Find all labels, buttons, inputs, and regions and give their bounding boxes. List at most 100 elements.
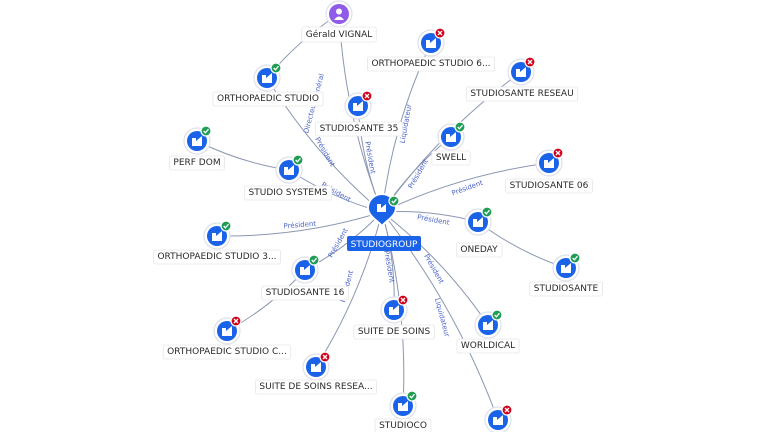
node-soinsres[interactable] — [302, 351, 331, 381]
check-icon — [409, 393, 415, 399]
node-gerald[interactable] — [325, 0, 353, 28]
active-status-badge — [569, 252, 581, 264]
active-status-badge — [454, 121, 466, 133]
node-label: ONEDAY — [460, 245, 498, 255]
node-ortho3[interactable] — [203, 220, 232, 250]
node-orthoc[interactable] — [213, 315, 242, 345]
node-label: STUDIOSANTE 16 — [266, 288, 345, 298]
active-status-badge — [308, 254, 320, 266]
node-label-box — [431, 150, 471, 166]
node-label: SWELL — [436, 153, 466, 163]
node-s35[interactable] — [344, 90, 373, 120]
check-icon — [572, 255, 578, 261]
node-label: PERF DOM — [173, 158, 220, 168]
edge-label: Président — [327, 227, 350, 259]
check-icon — [273, 65, 279, 71]
edge-label: Président — [382, 250, 396, 284]
edge-bottomright-center — [381, 211, 499, 421]
node-label-box — [367, 56, 495, 72]
node-label-box — [374, 418, 432, 432]
node-label: STUDIOSANTE 35 — [320, 124, 399, 134]
node-label: STUDIOSANTE RESEAU — [470, 89, 573, 99]
node-label-box — [169, 155, 225, 171]
node-worldical[interactable] — [474, 309, 503, 339]
node-reseau[interactable] — [507, 56, 536, 86]
active-status-badge — [481, 206, 493, 218]
node-label-box — [153, 249, 281, 265]
check-icon — [457, 124, 463, 130]
node-label-box — [505, 178, 594, 194]
active-status-badge — [491, 309, 503, 321]
active-status-badge — [388, 195, 400, 207]
node-layer: Gérald VIGNAL ORTHOPAEDIC STUDIO 6... STUD… — [153, 0, 603, 432]
building-icon — [377, 204, 381, 212]
check-icon — [494, 312, 500, 318]
check-icon — [203, 128, 209, 134]
node-label: Gérald VIGNAL — [306, 29, 373, 40]
node-label: WORLDICAL — [461, 341, 515, 351]
node-label: SUITE DE SOINS — [358, 327, 431, 337]
node-soins[interactable] — [380, 294, 409, 324]
node-label: ORTHOPAEDIC STUDIO 6... — [371, 59, 490, 69]
cross-icon — [233, 318, 239, 324]
edge-label: Président — [407, 158, 430, 190]
edge-label: Liquidateur — [433, 297, 451, 338]
edge-label: Président — [451, 179, 485, 198]
cross-icon — [555, 150, 561, 156]
active-status-badge — [292, 154, 304, 166]
active-status-badge — [406, 390, 418, 402]
node-label: STUDIOSANTE — [534, 284, 599, 294]
edge-label: Président — [313, 136, 336, 168]
node-studiosante[interactable] — [552, 252, 581, 282]
center-label: STUDIOGROUP — [351, 240, 418, 250]
node-label-box — [529, 281, 603, 297]
node-ortho[interactable] — [253, 62, 282, 92]
edge-soinsres-center — [315, 211, 383, 368]
node-label: STUDIOCO — [379, 421, 427, 431]
node-label-box — [301, 26, 377, 43]
node-systems[interactable] — [275, 154, 304, 184]
node-s06[interactable] — [535, 147, 564, 177]
edge-s06-center — [381, 162, 550, 213]
node-label-box — [455, 242, 503, 258]
node-perf[interactable] — [183, 125, 212, 155]
node-s16[interactable] — [291, 254, 320, 284]
node-label: SUITE DE SOINS RESEA... — [259, 382, 372, 392]
cross-icon — [364, 93, 370, 99]
node-label: STUDIO SYSTEMS — [249, 188, 328, 198]
node-oneday[interactable] — [464, 206, 493, 236]
node-label-box — [255, 379, 377, 395]
cross-icon — [527, 59, 533, 65]
node-label: ORTHOPAEDIC STUDIO 3... — [157, 252, 276, 262]
active-status-badge — [200, 125, 212, 137]
node-swell[interactable] — [437, 121, 466, 151]
node-label-box — [244, 185, 333, 201]
node-label-box — [456, 338, 520, 354]
active-status-badge — [220, 220, 232, 232]
node-label: ORTHOPAEDIC STUDIO C... — [167, 347, 287, 357]
edge-ortho3-center — [216, 211, 383, 237]
node-ortho6[interactable] — [417, 27, 446, 57]
cross-icon — [437, 30, 443, 36]
node-label: STUDIOSANTE 06 — [510, 181, 589, 191]
active-status-badge — [270, 62, 282, 74]
cross-icon — [322, 354, 328, 360]
cross-icon — [504, 407, 510, 413]
node-label: ORTHOPAEDIC STUDIO — [217, 94, 319, 104]
edge-label: Président — [283, 220, 316, 231]
check-icon — [484, 209, 490, 215]
center-node[interactable]: STUDIOGROUP — [347, 193, 421, 251]
center-label-box — [347, 236, 421, 251]
node-studioco[interactable] — [389, 390, 418, 420]
node-label-box — [162, 344, 292, 360]
node-label-box — [353, 324, 435, 340]
check-icon — [295, 157, 301, 163]
node-bottomright[interactable] — [484, 404, 513, 432]
cross-icon — [400, 297, 406, 303]
check-icon — [391, 198, 397, 204]
check-icon — [311, 257, 317, 263]
node-label-box — [465, 86, 579, 102]
edge-worldical-center — [381, 211, 489, 326]
node-label-box — [261, 285, 350, 301]
